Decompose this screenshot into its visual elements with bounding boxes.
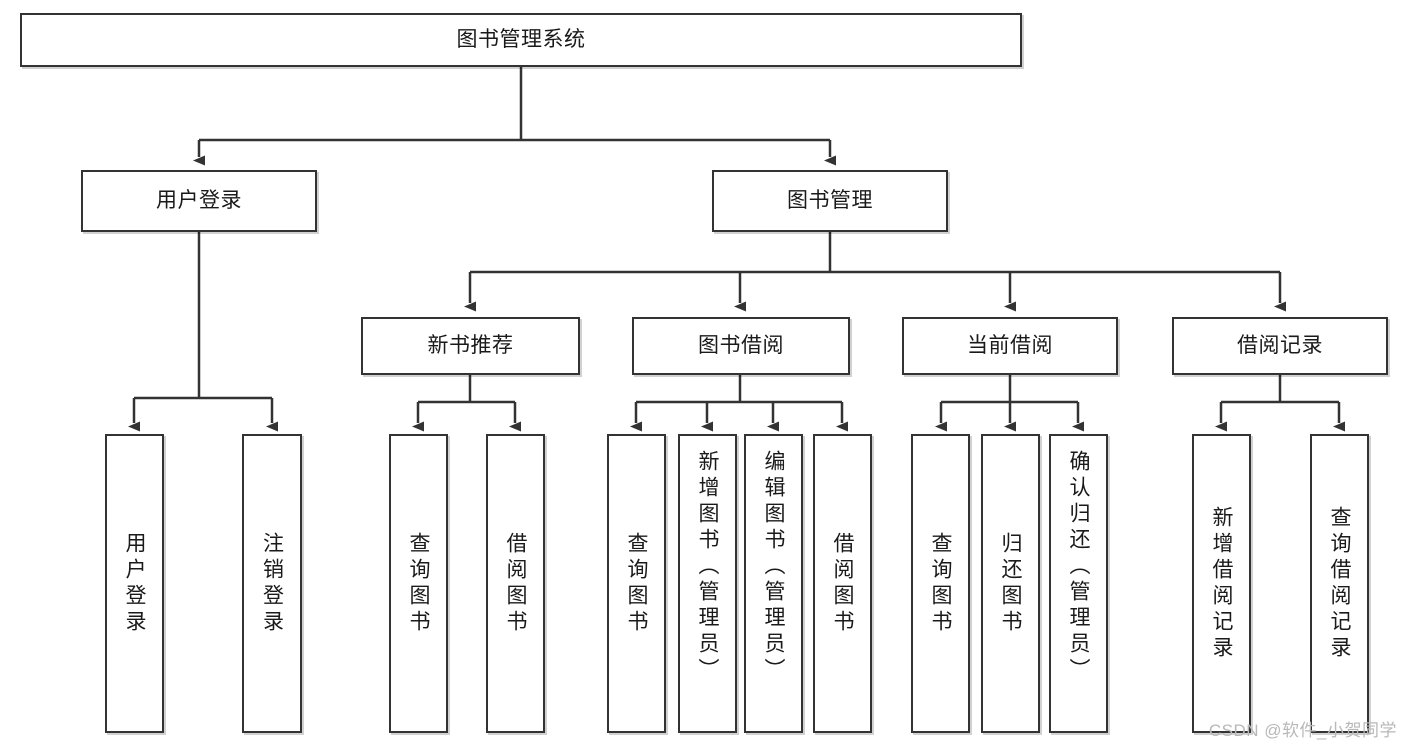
node-leaf-user-login-signin[interactable]: 用户登录 xyxy=(105,434,164,733)
node-label: 新增图书（管理员） xyxy=(696,450,719,684)
node-label: 归还图书 xyxy=(999,531,1022,636)
node-leaf-bookborrow-edit-book-admin[interactable]: 编辑图书（管理员） xyxy=(744,434,803,733)
node-label: 查询借阅记录 xyxy=(1328,505,1351,662)
node-leaf-bookborrow-query-book[interactable]: 查询图书 xyxy=(607,434,666,733)
node-user-login[interactable]: 用户登录 xyxy=(81,170,317,232)
node-new-book-recommendation[interactable]: 新书推荐 xyxy=(361,317,580,375)
node-label: 新书推荐 xyxy=(427,333,514,357)
watermark-text: CSDN @软件_小贺同学 xyxy=(1208,721,1397,740)
node-leaf-bookborrow-borrow-book[interactable]: 借阅图书 xyxy=(813,434,872,733)
node-leaf-currentborrow-query-book[interactable]: 查询图书 xyxy=(911,434,970,733)
node-book-management[interactable]: 图书管理 xyxy=(712,170,948,232)
node-label: 注销登录 xyxy=(260,531,284,636)
node-leaf-user-login-signout[interactable]: 注销登录 xyxy=(242,434,302,733)
node-label: 编辑图书（管理员） xyxy=(762,450,785,684)
node-label: 借阅图书 xyxy=(831,531,854,636)
node-label: 图书借阅 xyxy=(698,333,784,357)
node-leaf-borrowrecord-add-record[interactable]: 新增借阅记录 xyxy=(1192,434,1251,733)
node-label: 确认归还（管理员） xyxy=(1067,450,1090,684)
node-leaf-newbook-query-book[interactable]: 查询图书 xyxy=(389,434,448,733)
node-label: 查询图书 xyxy=(625,531,648,636)
node-leaf-borrowrecord-query-record[interactable]: 查询借阅记录 xyxy=(1310,434,1369,733)
node-label: 图书管理 xyxy=(787,188,873,212)
node-label: 用户登录 xyxy=(123,531,146,636)
node-label: 新增借阅记录 xyxy=(1210,505,1233,662)
node-label: 借阅记录 xyxy=(1237,333,1323,357)
node-label: 图书管理系统 xyxy=(456,27,586,51)
node-leaf-currentborrow-confirm-return-admin[interactable]: 确认归还（管理员） xyxy=(1049,434,1108,733)
node-label: 用户登录 xyxy=(156,188,242,212)
node-leaf-currentborrow-return-book[interactable]: 归还图书 xyxy=(981,434,1040,733)
node-label: 当前借阅 xyxy=(967,333,1053,357)
node-label: 查询图书 xyxy=(929,531,952,636)
node-label: 借阅图书 xyxy=(504,531,527,636)
node-leaf-newbook-borrow-book[interactable]: 借阅图书 xyxy=(486,434,545,733)
node-borrow-record[interactable]: 借阅记录 xyxy=(1172,317,1388,375)
node-label: 查询图书 xyxy=(407,531,430,636)
node-root-book-management-system[interactable]: 图书管理系统 xyxy=(20,13,1022,67)
node-book-borrow[interactable]: 图书借阅 xyxy=(632,317,850,375)
node-current-borrow[interactable]: 当前借阅 xyxy=(902,317,1118,375)
node-leaf-bookborrow-add-book-admin[interactable]: 新增图书（管理员） xyxy=(678,434,737,733)
